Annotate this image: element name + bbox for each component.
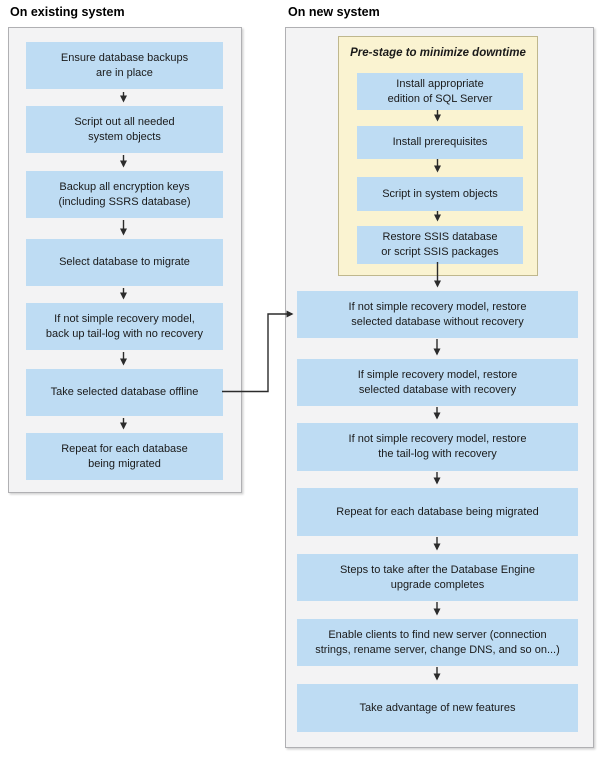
flow-step-script-in-objects: Script in system objects [357,177,523,211]
new-system-panel: Pre-stage to minimize downtime Install a… [285,27,594,748]
flow-step-ensure-backups: Ensure database backups are in place [26,42,223,89]
prestage-title: Pre-stage to minimize downtime [350,47,526,59]
flow-step-restore-without-recovery: If not simple recovery model, restore se… [297,291,578,338]
flow-step-restore-ssis: Restore SSIS database or script SSIS pac… [357,226,523,264]
flow-step-post-upgrade: Steps to take after the Database Engine … [297,554,578,601]
flow-step-install-sql: Install appropriate edition of SQL Serve… [357,73,523,110]
flow-step-enable-clients: Enable clients to find new server (conne… [297,619,578,666]
flow-step-script-out-objects: Script out all needed system objects [26,106,223,153]
flow-step-take-offline: Take selected database offline [26,369,223,416]
flow-step-backup-taillog: If not simple recovery model, back up ta… [26,303,223,350]
new-system-title: On new system [288,5,380,19]
flow-step-install-prereqs: Install prerequisites [357,126,523,159]
existing-system-title: On existing system [10,5,125,19]
prestage-group: Pre-stage to minimize downtime Install a… [338,36,538,276]
flow-step-backup-keys: Backup all encryption keys (including SS… [26,171,223,218]
flow-step-repeat-new: Repeat for each database being migrated [297,488,578,536]
flow-step-repeat-existing: Repeat for each database being migrated [26,433,223,480]
existing-system-panel: Ensure database backups are in place Scr… [8,27,242,493]
flow-step-restore-taillog: If not simple recovery model, restore th… [297,423,578,471]
flow-step-restore-with-recovery: If simple recovery model, restore select… [297,359,578,406]
flow-step-new-features: Take advantage of new features [297,684,578,732]
flow-step-select-database: Select database to migrate [26,239,223,286]
